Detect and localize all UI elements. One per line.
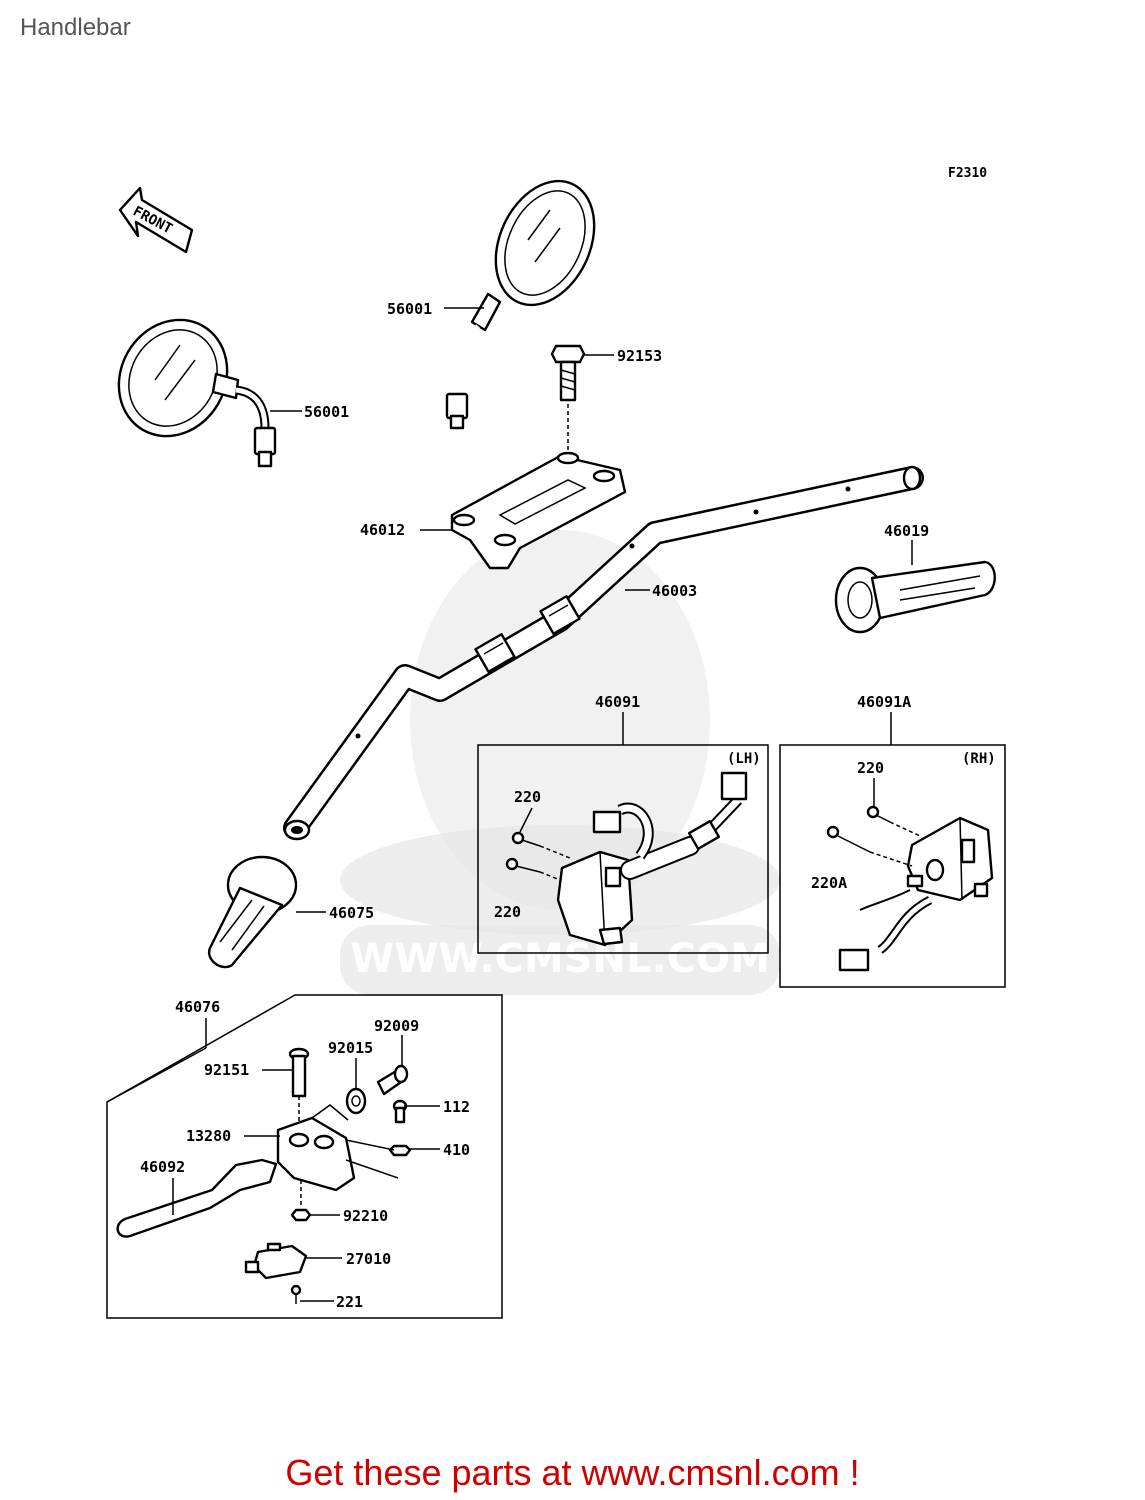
pivot-bolt [288, 1047, 310, 1130]
brake-lever [116, 1158, 278, 1238]
label-handlebar: 46003 [652, 582, 697, 600]
label-lh-tag: (LH) [727, 751, 761, 767]
label-switch-screw: 221 [336, 1293, 363, 1311]
leaders [244, 307, 913, 1302]
label-rh-tag: (RH) [962, 751, 996, 767]
parts-diagram: WWW.CMSNL.COM FRONT [106, 179, 1006, 1319]
grip-throttle [834, 560, 996, 634]
labels: 56001 56001 92153 46012 46003 46019 4607… [140, 300, 996, 1311]
label-rh-screw-a: 220 [857, 759, 884, 777]
switch-rh-body [838, 816, 994, 972]
label-lh-screw-b: 220 [494, 903, 521, 921]
label-pivot-bolt: 92151 [204, 1061, 249, 1079]
screw-rh-220 [866, 805, 921, 837]
mirror-right [445, 179, 596, 430]
handlebar [283, 465, 924, 841]
label-handlebar-holder: 46012 [360, 521, 405, 539]
label-lh-screw-a: 220 [514, 788, 541, 806]
watermark-text: WWW.CMSNL.COM [350, 936, 770, 982]
label-nut-410: 410 [443, 1141, 470, 1159]
label-lever-assembly: 46076 [175, 998, 220, 1016]
page-title: Handlebar [20, 14, 131, 41]
handlebar-holder [450, 451, 627, 570]
grip-left [207, 855, 298, 969]
lever-box [106, 994, 503, 1319]
mirror-left [117, 318, 277, 468]
nut-410 [388, 1144, 412, 1157]
screw-rh-220a [826, 825, 913, 867]
screw-220-b [505, 857, 561, 881]
figure-code: F2310 [948, 166, 988, 181]
label-mirror-left: 56001 [304, 403, 349, 421]
lever-holder [276, 1104, 399, 1192]
bolt-holder [550, 344, 586, 456]
nut-92210 [290, 1180, 312, 1222]
switch-lh-body [556, 771, 748, 947]
brake-switch [244, 1242, 308, 1280]
label-nut-92210: 92210 [343, 1207, 388, 1225]
label-rh-screw-b: 220A [811, 874, 847, 892]
screw-220-a [511, 831, 571, 859]
label-adjuster: 92009 [374, 1017, 419, 1035]
switch-screw [290, 1284, 302, 1304]
label-brake-switch: 27010 [346, 1250, 391, 1268]
label-grip-throttle: 46019 [884, 522, 929, 540]
label-switch-rh: 46091A [857, 693, 911, 711]
adjuster [376, 1064, 409, 1096]
cap-nut [345, 1087, 367, 1115]
label-switch-lh: 46091 [595, 693, 640, 711]
lh-box [477, 712, 769, 954]
label-grip-left: 46075 [329, 904, 374, 922]
knurl-section [474, 595, 581, 673]
front-arrow: FRONT [118, 186, 194, 254]
rh-box [779, 712, 1006, 988]
label-screw-112: 112 [443, 1098, 470, 1116]
label-bolt-holder: 92153 [617, 347, 662, 365]
label-lever-holder: 13280 [186, 1127, 231, 1145]
screw-112 [392, 1099, 408, 1124]
label-mirror-right: 56001 [387, 300, 432, 318]
label-cap-nut: 92015 [328, 1039, 373, 1057]
footer-promo[interactable]: Get these parts at www.cmsnl.com ! [285, 1452, 860, 1493]
label-brake-lever: 46092 [140, 1158, 185, 1176]
